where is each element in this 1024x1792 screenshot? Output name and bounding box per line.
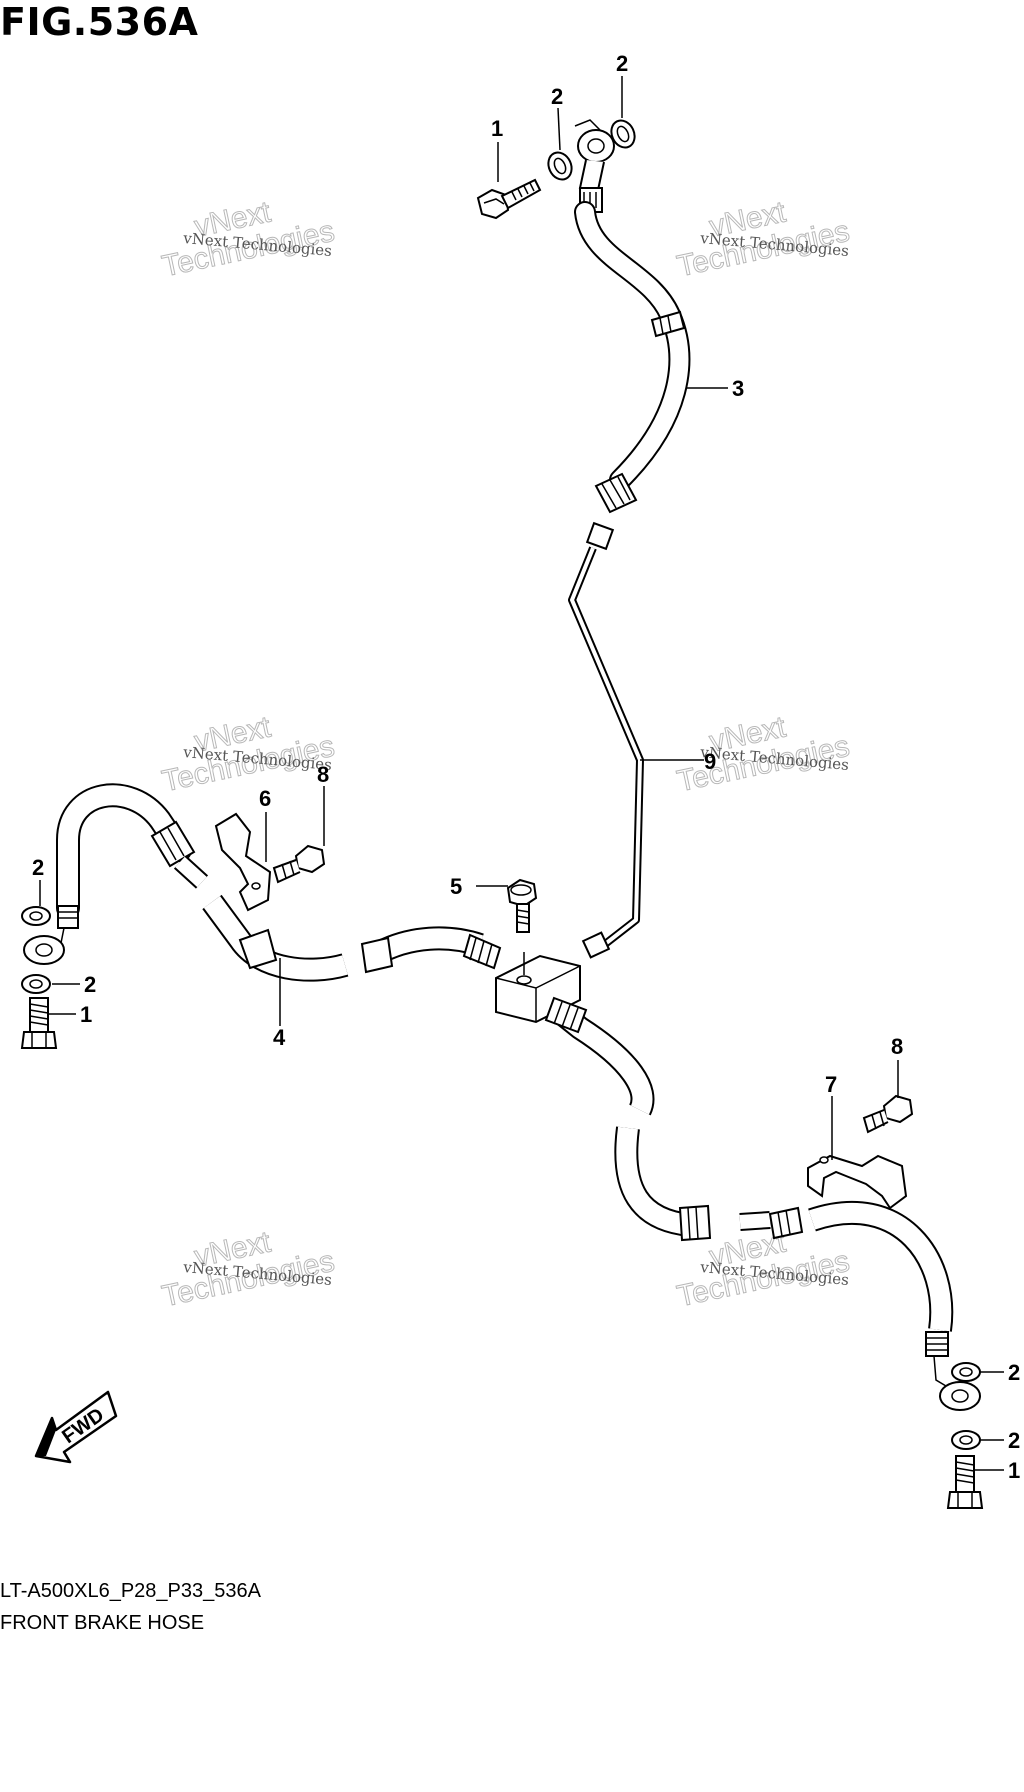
callout-left-washer-upper: 2: [32, 855, 44, 880]
right-hose-clamp: [807, 1154, 908, 1210]
right-brake-hose: [544, 996, 954, 1332]
left-washer-lower: [21, 974, 51, 994]
forward-arrow-icon: FWD: [34, 1390, 118, 1464]
callout-left-washer-lower: 2: [84, 972, 96, 997]
callout-right-bolt: 1: [1008, 1458, 1020, 1483]
callout-left-bolt: 1: [80, 1002, 92, 1027]
model-code: LT-A500XL6_P28_P33_536A: [0, 1580, 261, 1602]
left-brake-hose: [56, 783, 502, 982]
callout-left-hose: 4: [273, 1025, 286, 1050]
left-hose-clamp: [214, 812, 272, 912]
callout-right-clamp: 7: [825, 1072, 837, 1097]
left-washer-upper: [21, 906, 51, 926]
callout-top-washer-left: 2: [551, 84, 563, 109]
brake-pipe: [568, 546, 644, 959]
watermark-top-left: vNext Technologies: [159, 195, 338, 284]
callout-right-clamp-bolt: 8: [891, 1034, 903, 1059]
left-banjo-bolt: [20, 997, 58, 1049]
watermark-top-right: vNext Technologies: [674, 195, 853, 284]
joint-bolt: [506, 878, 538, 933]
callout-right-washer-lower: 2: [1008, 1428, 1020, 1453]
callout-joint-bolt: 5: [450, 874, 462, 899]
leader-lines: [39, 76, 1004, 1471]
callout-left-clamp: 6: [259, 786, 271, 811]
callout-top-bolt: 1: [491, 116, 503, 141]
right-clamp-bolt: [862, 1094, 914, 1134]
top-washer-left: [547, 151, 573, 181]
right-washer-lower: [951, 1430, 981, 1450]
left-clamp-bolt: [272, 844, 326, 884]
callout-top-washer-right: 2: [616, 51, 628, 76]
figure-title: FIG.536A: [0, 0, 199, 44]
top-banjo-bolt: [476, 178, 542, 220]
right-washer-upper: [951, 1362, 981, 1382]
right-banjo-fitting: [925, 1331, 981, 1411]
upper-brake-hose: [574, 201, 691, 551]
callout-pipe: 9: [704, 749, 716, 774]
figure-name: FRONT BRAKE HOSE: [0, 1612, 205, 1634]
right-banjo-bolt: [946, 1455, 984, 1509]
callout-hose-upper: 3: [732, 376, 744, 401]
callout-right-washer-upper: 2: [1008, 1360, 1020, 1385]
callout-left-clamp-bolt: 8: [317, 762, 329, 787]
top-banjo-fitting: [574, 119, 615, 213]
left-banjo-fitting: [23, 905, 79, 965]
